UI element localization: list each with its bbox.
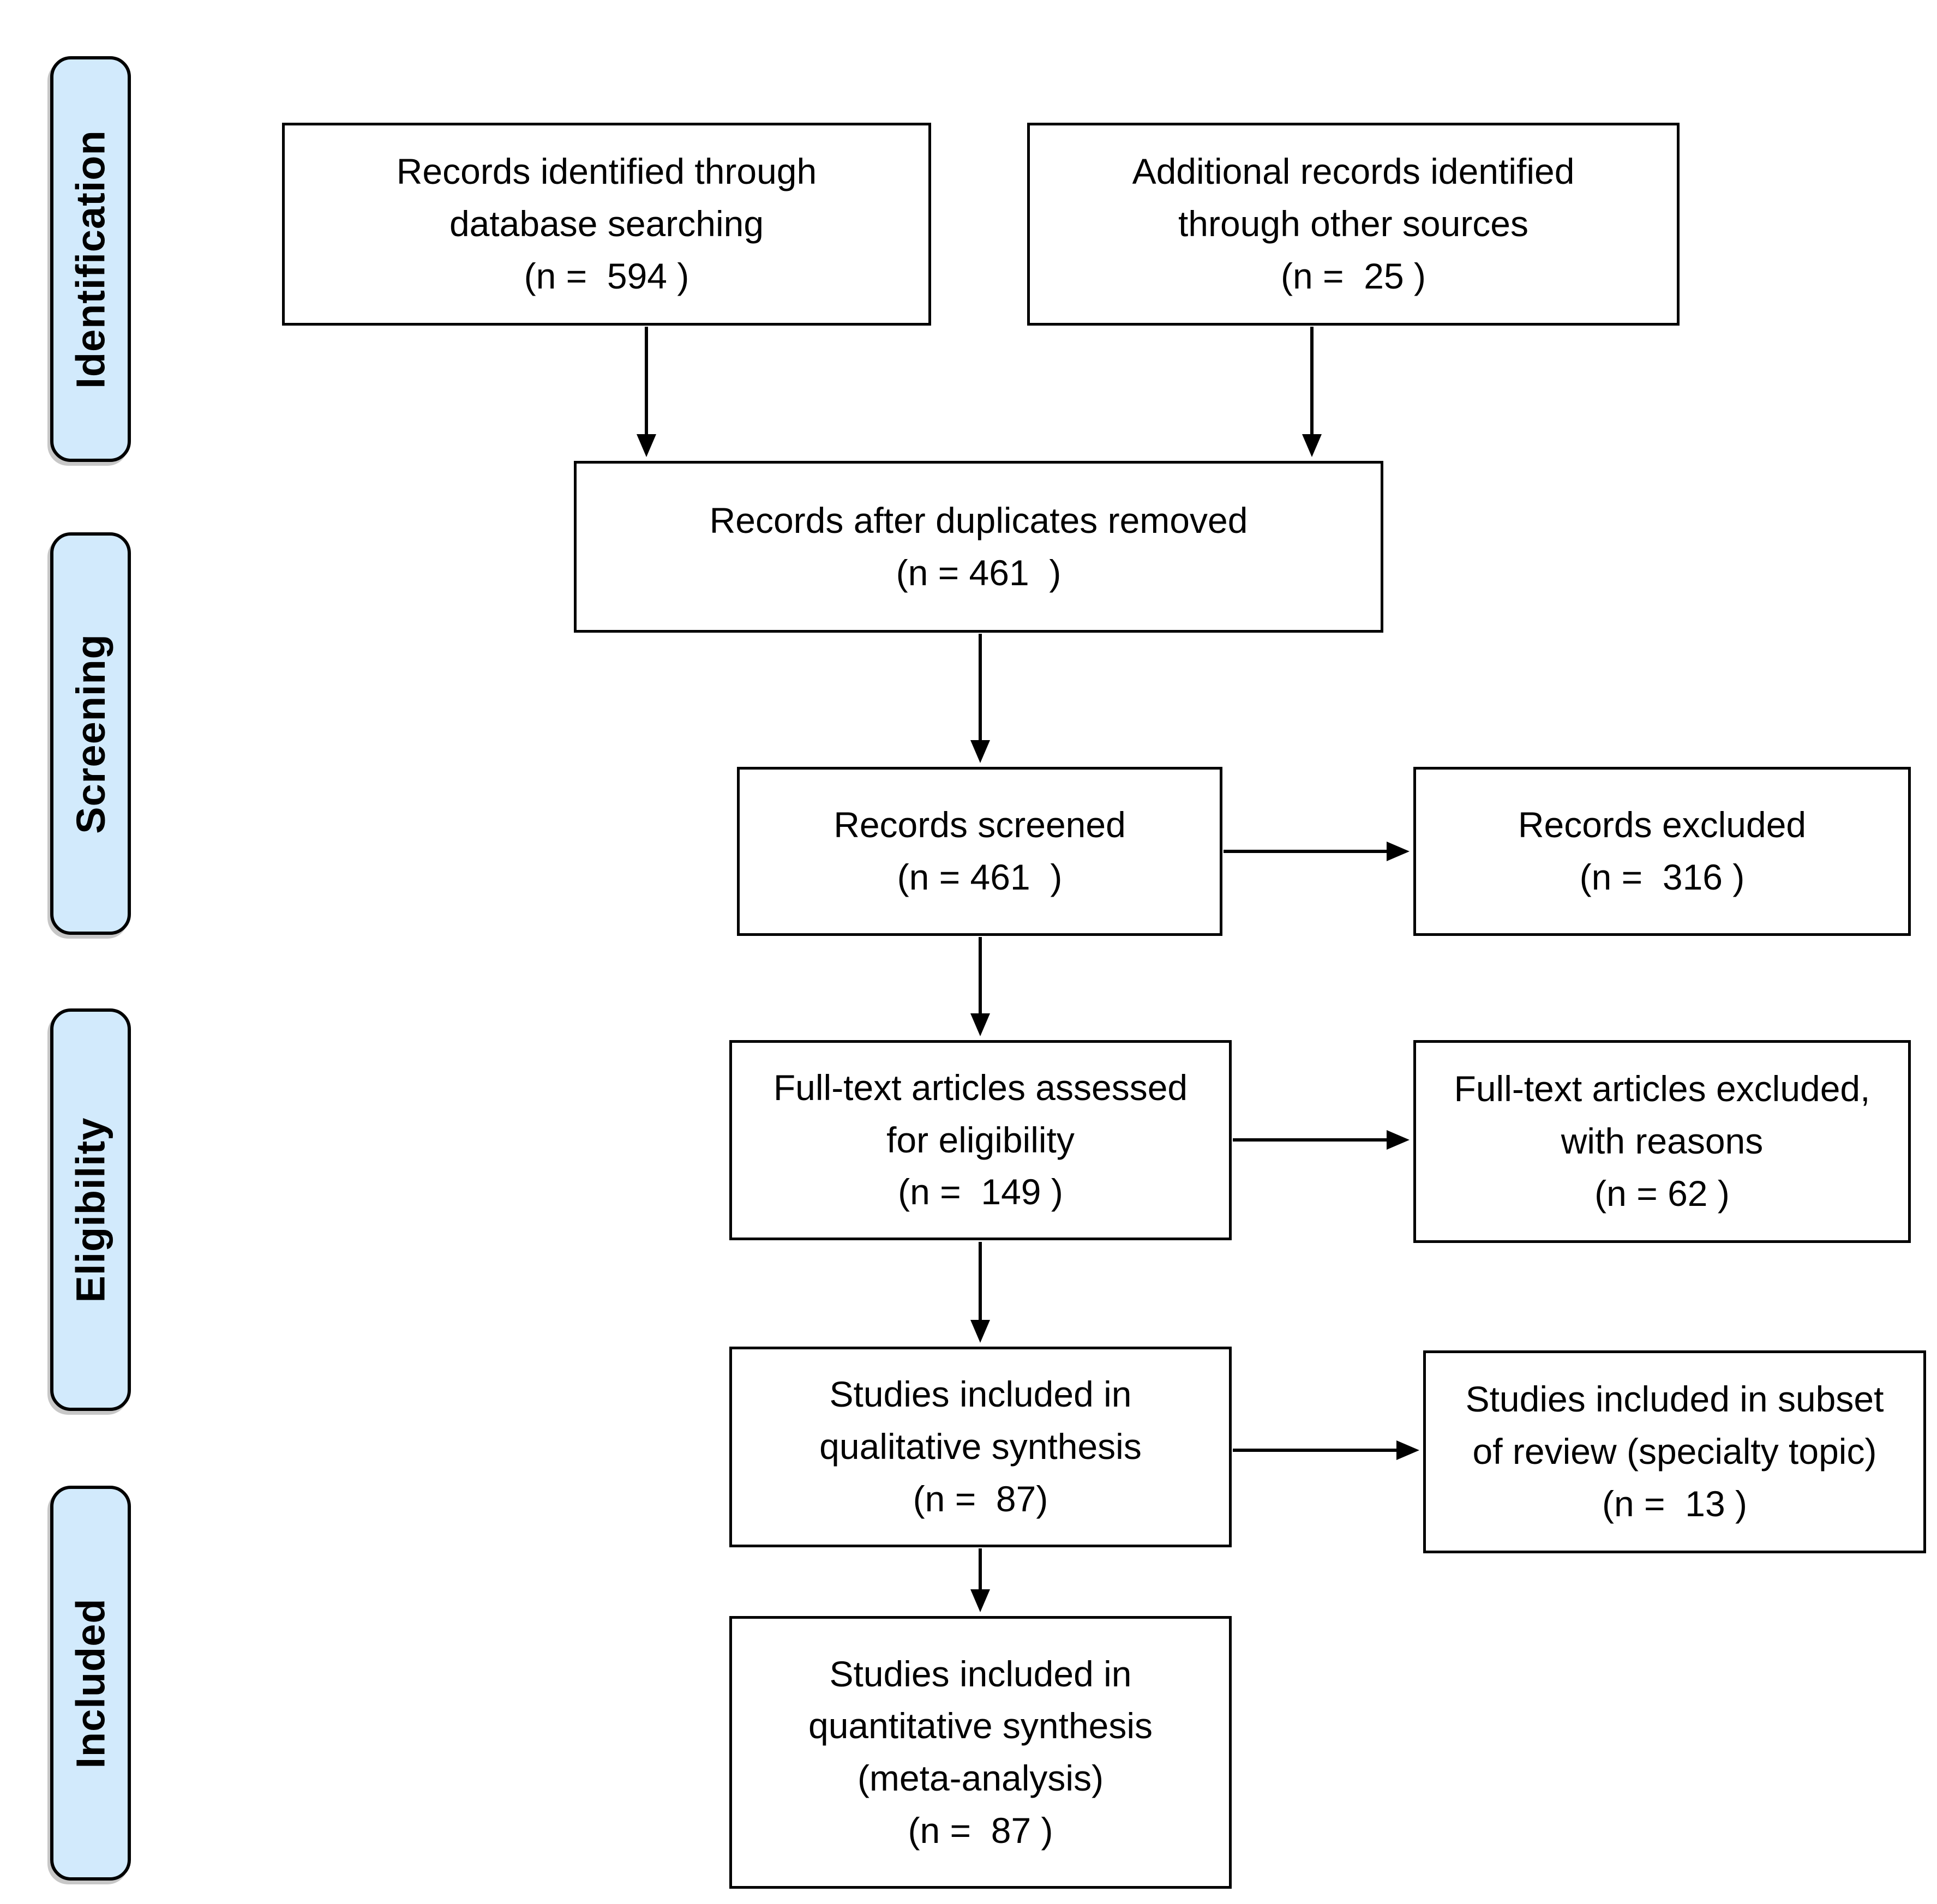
- stage-included-label: Included: [68, 1597, 113, 1769]
- box-records-identified-text: Records identified through database sear…: [396, 151, 817, 296]
- box-duplicates-removed: Records after duplicates removed (n = 46…: [574, 461, 1383, 633]
- box-records-excluded: Records excluded (n = 316 ): [1413, 767, 1911, 936]
- box-records-screened: Records screened (n = 461 ): [737, 767, 1222, 936]
- box-additional-records: Additional records identified through ot…: [1027, 123, 1680, 326]
- stage-identification-label: Identification: [68, 129, 113, 389]
- box-fulltext-excluded-text: Full-text articles excluded, with reason…: [1454, 1068, 1870, 1214]
- stage-screening-label: Screening: [68, 633, 113, 834]
- box-additional-records-text: Additional records identified through ot…: [1132, 151, 1575, 296]
- box-qualitative-synthesis-text: Studies included in qualitative synthesi…: [819, 1374, 1142, 1519]
- box-fulltext-assessed-text: Full-text articles assessed for eligibil…: [773, 1067, 1188, 1212]
- box-records-excluded-text: Records excluded (n = 316 ): [1518, 804, 1807, 897]
- box-subset-review: Studies included in subset of review (sp…: [1423, 1350, 1926, 1553]
- box-fulltext-excluded: Full-text articles excluded, with reason…: [1413, 1040, 1911, 1243]
- box-quantitative-synthesis: Studies included in quantitative synthes…: [729, 1616, 1232, 1889]
- stage-eligibility: Eligibility: [50, 1008, 131, 1411]
- box-subset-review-text: Studies included in subset of review (sp…: [1465, 1379, 1884, 1524]
- box-duplicates-removed-text: Records after duplicates removed (n = 46…: [709, 500, 1248, 593]
- box-qualitative-synthesis: Studies included in qualitative synthesi…: [729, 1347, 1232, 1547]
- box-records-identified: Records identified through database sear…: [282, 123, 931, 326]
- stage-eligibility-label: Eligibility: [68, 1117, 113, 1302]
- stage-screening: Screening: [50, 532, 131, 935]
- box-records-screened-text: Records screened (n = 461 ): [833, 804, 1126, 897]
- stage-included: Included: [50, 1486, 131, 1881]
- box-quantitative-synthesis-text: Studies included in quantitative synthes…: [808, 1653, 1153, 1851]
- stage-identification: Identification: [50, 56, 131, 462]
- box-fulltext-assessed: Full-text articles assessed for eligibil…: [729, 1040, 1232, 1240]
